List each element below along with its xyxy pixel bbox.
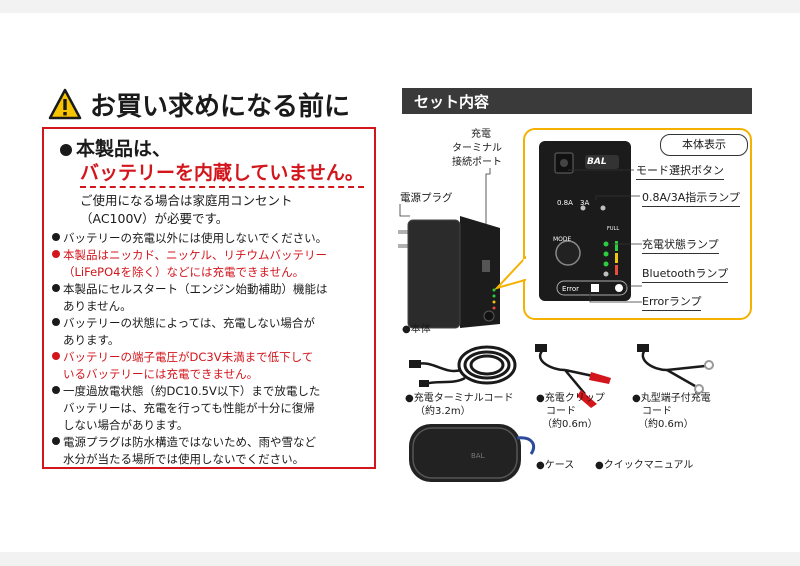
notice-item: バッテリーの充電以外には使用しないでください。 (52, 230, 374, 247)
label-bluetooth-lamp: Bluetoothランプ (642, 265, 729, 283)
notice-items: バッテリーの充電以外には使用しないでください。 本製品はニッカド、ニッケル、リチ… (52, 230, 374, 468)
bottom-band (0, 552, 800, 566)
device-full: FULL (607, 226, 620, 232)
notice-box (42, 127, 376, 469)
notice-item: バッテリーの状態によっては、充電しない場合が (52, 315, 374, 332)
notice-item-cont: バッテリーは、充電を行っても性能が十分に復帰 (63, 401, 315, 415)
set-contents-title: セット内容 (414, 93, 490, 111)
cord2-label: ●充電クリップ コード （約0.6m） (536, 393, 605, 430)
cords-graphics (409, 344, 714, 408)
device-amp-low: 0.8A (557, 199, 573, 207)
notice-item: 電源プラグは防水構造ではないため、雨や雪など (52, 434, 374, 451)
notice-sub-line1: ご使用になる場合は家庭用コンセント (80, 193, 293, 208)
case-graphics: BAL (409, 424, 536, 482)
notice-item: バッテリーの端子電圧がDC3V未満まで低下して (52, 349, 374, 366)
panel-pointer (495, 255, 527, 290)
panel-title: 本体表示 (660, 134, 748, 156)
cord3-label: ●丸型端子付充電 コード （約0.6m） (632, 393, 711, 430)
cord1-label: ●充電ターミナルコード （約3.2m） (405, 393, 514, 417)
notice-main-line1: 本製品は、 (60, 134, 171, 161)
notice-item-cont: 水分が当たる場所では使用しないでください。 (63, 452, 305, 466)
label-amp-lamp: 0.8A/3A指示ランプ (642, 189, 740, 207)
bullet-icon (60, 143, 72, 156)
notice-item: 本製品にセルスタート（エンジン始動補助）機能は (52, 281, 374, 298)
notice-item-cont: あります。 (63, 333, 120, 347)
notice-item: 本製品はニッカド、ニッケル、リチウムバッテリー (52, 247, 374, 264)
warning-icon (48, 88, 82, 120)
notice-item-cont: （LiFePO4を除く）などには充電できません。 (63, 265, 305, 279)
set-contents-bar (402, 88, 752, 114)
device-brand: BAL (587, 157, 607, 167)
device-face-graphics (554, 152, 628, 296)
port-label: 充電 ターミナル 接続ポート (452, 129, 502, 168)
charger-device (398, 216, 500, 329)
notice-item: 一度過放電状態（約DC10.5V以下）まで放電した (52, 383, 374, 400)
top-band (0, 0, 800, 13)
device-mode: MODE (553, 236, 572, 243)
notice-sub-line2: （AC100V）が必要です。 (80, 211, 229, 226)
page-title: お買い求めになる前に (90, 92, 351, 122)
body-label: ●本体 (402, 324, 431, 335)
svg-text:BAL: BAL (471, 452, 485, 460)
device-error: Error (562, 285, 580, 293)
notice-item-cont: いるバッテリーには充電できません。 (63, 367, 259, 381)
label-leaders (399, 168, 491, 260)
manual-label: ●クイックマニュアル (595, 460, 694, 471)
notice-item-cont: ありません。 (63, 299, 132, 313)
label-mode-button: モード選択ボタン (636, 162, 724, 180)
case-label: ●ケース (536, 460, 575, 471)
label-error-lamp: Errorランプ (642, 293, 702, 311)
notice-main-line2: バッテリーを内蔵していません。 (80, 158, 364, 188)
plug-label: 電源プラグ (400, 192, 453, 204)
device-amp-high: 3A (580, 199, 590, 207)
label-charge-lamp: 充電状態ランプ (642, 236, 719, 254)
notice-item-cont: しない場合があります。 (63, 418, 189, 432)
panel-leaders (568, 169, 642, 303)
